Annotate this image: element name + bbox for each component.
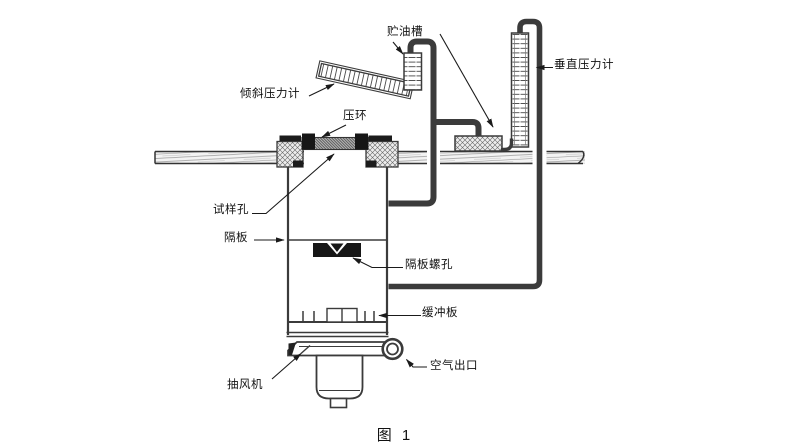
exhaust-fan-tray bbox=[287, 341, 386, 357]
leader-oil-reservoir-2 bbox=[439, 33, 494, 128]
leader-baffle-screw-hole bbox=[352, 257, 403, 269]
inclined-manometer-tube bbox=[315, 60, 415, 100]
right-flange bbox=[365, 135, 399, 168]
leader-inclined-manometer bbox=[308, 83, 335, 97]
label-inclined-manometer: 倾斜压力计 bbox=[240, 88, 300, 100]
label-sample-hole: 试样孔 bbox=[213, 204, 249, 216]
inclined-manometer-reservoir bbox=[403, 52, 423, 91]
label-exhaust-fan: 抽风机 bbox=[227, 379, 263, 391]
label-baffle: 隔板 bbox=[224, 232, 248, 244]
leader-air-outlet bbox=[405, 358, 427, 368]
baffle-screw-hole-block bbox=[313, 243, 361, 257]
label-baffle-screw-hole: 隔板螺孔 bbox=[405, 259, 453, 271]
pressure-ring-plate bbox=[301, 133, 369, 151]
air-outlet-port bbox=[381, 337, 404, 361]
left-flange bbox=[276, 135, 304, 168]
leader-oil-reservoir-1 bbox=[392, 41, 404, 55]
figure-caption: 图 1 bbox=[376, 427, 414, 444]
leader-sample-hole bbox=[252, 153, 335, 215]
label-air-outlet: 空气出口 bbox=[430, 360, 478, 372]
oil-cup-on-table bbox=[454, 135, 503, 152]
connecting-pipe-upper bbox=[388, 38, 437, 207]
connecting-pipe-lower bbox=[388, 18, 543, 290]
connecting-pipe-branch bbox=[433, 119, 482, 137]
label-buffer-plate: 缓冲板 bbox=[422, 307, 458, 319]
fan-motor bbox=[315, 354, 364, 409]
leader-exhaust-fan bbox=[271, 352, 302, 380]
label-oil-reservoir: 贮油槽 bbox=[387, 26, 423, 38]
vertical-manometer-tube bbox=[501, 32, 530, 152]
label-vertical-manometer: 垂直压力计 bbox=[554, 59, 614, 71]
leader-pressure-ring bbox=[321, 124, 347, 138]
leader-lines bbox=[252, 33, 553, 380]
label-pressure-ring: 压环 bbox=[343, 110, 367, 122]
buffer-plate-line bbox=[289, 307, 386, 323]
